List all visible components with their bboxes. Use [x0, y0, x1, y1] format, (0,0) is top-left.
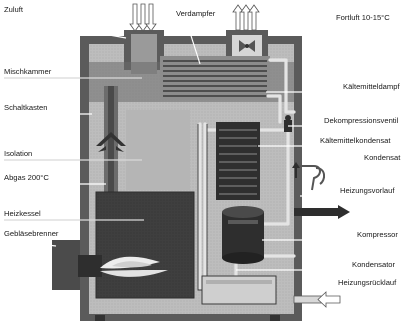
heating-flow-pipe — [294, 208, 338, 216]
condensate-drain — [294, 165, 326, 191]
flame-icon — [100, 256, 168, 277]
label-kaeltemitteldampf: Kältemitteldampf — [343, 82, 400, 91]
label-schaltkasten: Schaltkasten — [4, 103, 47, 112]
compressor — [222, 206, 264, 264]
leader-lines-outline — [4, 77, 144, 221]
flue-pipe — [104, 86, 118, 196]
label-verdampfer: Verdampfer — [176, 9, 216, 18]
decompression-valve-icon — [284, 115, 292, 132]
draft-hood-icon — [96, 132, 126, 152]
label-kondensat-top: Kondensat — [364, 153, 401, 162]
label-heizungsruecklauf: Heizungsrücklauf — [338, 278, 397, 287]
label-dekompressionsventil: Dekompressionsventil — [324, 116, 399, 125]
boiler — [95, 191, 195, 299]
refrigerant-circuit — [198, 58, 296, 290]
label-zuluft: Zuluft — [4, 5, 24, 14]
intake-arrows-icon — [129, 3, 157, 32]
insulation-block — [126, 110, 190, 190]
label-kondensator: Kondensator — [352, 260, 396, 269]
blower-burner — [52, 240, 102, 290]
label-geblaesebrenner: Gebläsebrenner — [4, 229, 59, 238]
heating-return-arrow-icon — [317, 291, 341, 308]
label-abgas: Abgas 200°C — [4, 173, 49, 182]
label-kompressor: Kompressor — [357, 230, 398, 239]
condenser-tank — [201, 275, 277, 305]
evaporator-coils — [160, 56, 270, 100]
label-heizungsvorlauf: Heizungsvorlauf — [340, 186, 395, 195]
label-isolation: Isolation — [4, 149, 32, 158]
label-heizkessel: Heizkessel — [4, 209, 41, 218]
label-kaeltemittelkondensat: Kältemittelkondensat — [320, 136, 391, 145]
label-fortluft: Fortluft 10-15°C — [336, 13, 390, 22]
fan-icon — [239, 40, 255, 52]
label-mischkammer: Mischkammer — [4, 67, 52, 76]
condenser-coil — [216, 122, 260, 200]
heating-flow-arrow-icon — [338, 205, 350, 219]
exhaust-arrows-icon — [232, 4, 260, 31]
up-arrow-icon — [292, 162, 300, 178]
